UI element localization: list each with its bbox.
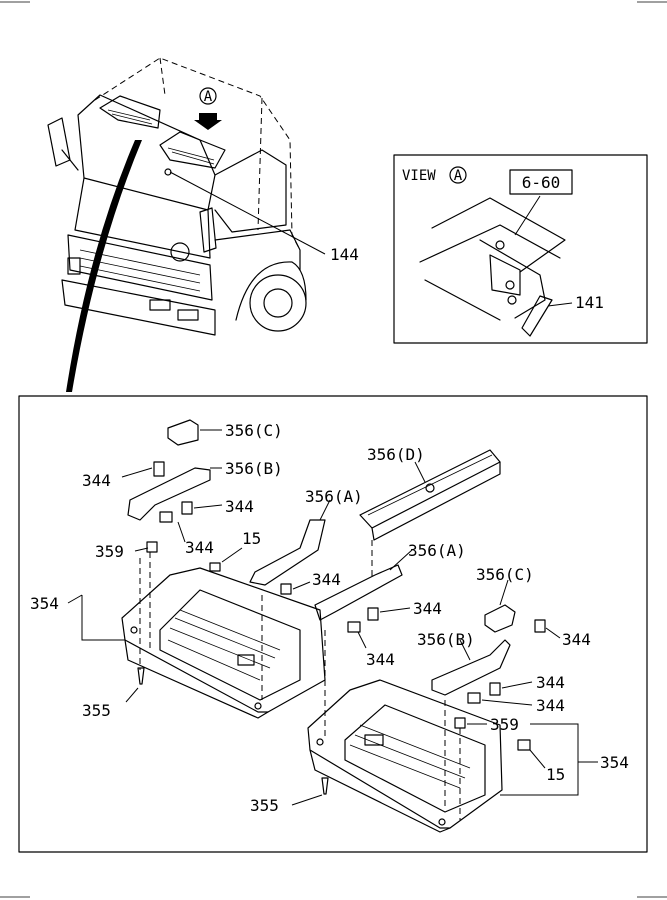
callout-356c-right: 356(C) [476, 565, 534, 584]
arrow-ref-label: A [204, 89, 213, 105]
callout-344-e: 344 [413, 599, 442, 618]
callout-344-d: 344 [312, 570, 341, 589]
detail-frame [18, 395, 648, 853]
callout-labels: 356(C) 356(B) 344 344 356(D) 356(A) 359 … [30, 421, 629, 815]
callout-344-h: 344 [536, 673, 565, 692]
bracket-356c-right [484, 604, 516, 633]
callout-344-c: 344 [185, 538, 214, 557]
callout-344-b: 344 [225, 497, 254, 516]
callout-359-left: 359 [95, 542, 124, 561]
callout-355-left: 355 [82, 701, 111, 720]
callout-leaders [67, 429, 598, 806]
callout-15-right: 15 [546, 765, 565, 784]
callout-356a-left: 356(A) [305, 487, 363, 506]
bracket-356a-left [249, 519, 326, 586]
view-a-ref: A [454, 168, 463, 184]
assembly-lines [139, 540, 461, 820]
leader-144 [169, 171, 326, 255]
bracket-356b-left [127, 467, 211, 521]
step-plate-356d [359, 449, 501, 541]
callout-356d: 356(D) [367, 445, 425, 464]
bracket-356a-right [314, 564, 403, 621]
view-arrow-a: A [194, 87, 222, 130]
view-a-title: VIEW [402, 168, 436, 184]
view-a-box: VIEW A 6-60 141 [393, 154, 648, 344]
callout-141: 141 [575, 293, 604, 312]
bolts [137, 461, 546, 795]
callout-144: 144 [330, 245, 359, 264]
ref-code-label: 6-60 [522, 173, 561, 192]
callout-359-right: 359 [490, 715, 519, 734]
callout-355-right: 355 [250, 796, 279, 815]
callout-354-left: 354 [30, 594, 59, 613]
right-step-assembly [307, 679, 503, 833]
bracket-356c-left [167, 419, 199, 446]
callout-356a-right: 356(A) [408, 541, 466, 560]
callout-344-i: 344 [536, 696, 565, 715]
callout-354-right: 354 [600, 753, 629, 772]
ref-code-box [509, 169, 573, 195]
left-step-assembly [121, 567, 326, 719]
callout-356c-left: 356(C) [225, 421, 283, 440]
callout-344-f: 344 [562, 630, 591, 649]
bracket-356b-right [431, 639, 511, 696]
callout-15-left: 15 [242, 529, 261, 548]
detail-pointer [66, 140, 142, 392]
callout-356b-left: 356(B) [225, 459, 283, 478]
callout-344-g: 344 [366, 650, 395, 669]
callout-356b-right: 356(B) [417, 630, 475, 649]
callout-344-a: 344 [82, 471, 111, 490]
view-a-frame [393, 154, 648, 344]
